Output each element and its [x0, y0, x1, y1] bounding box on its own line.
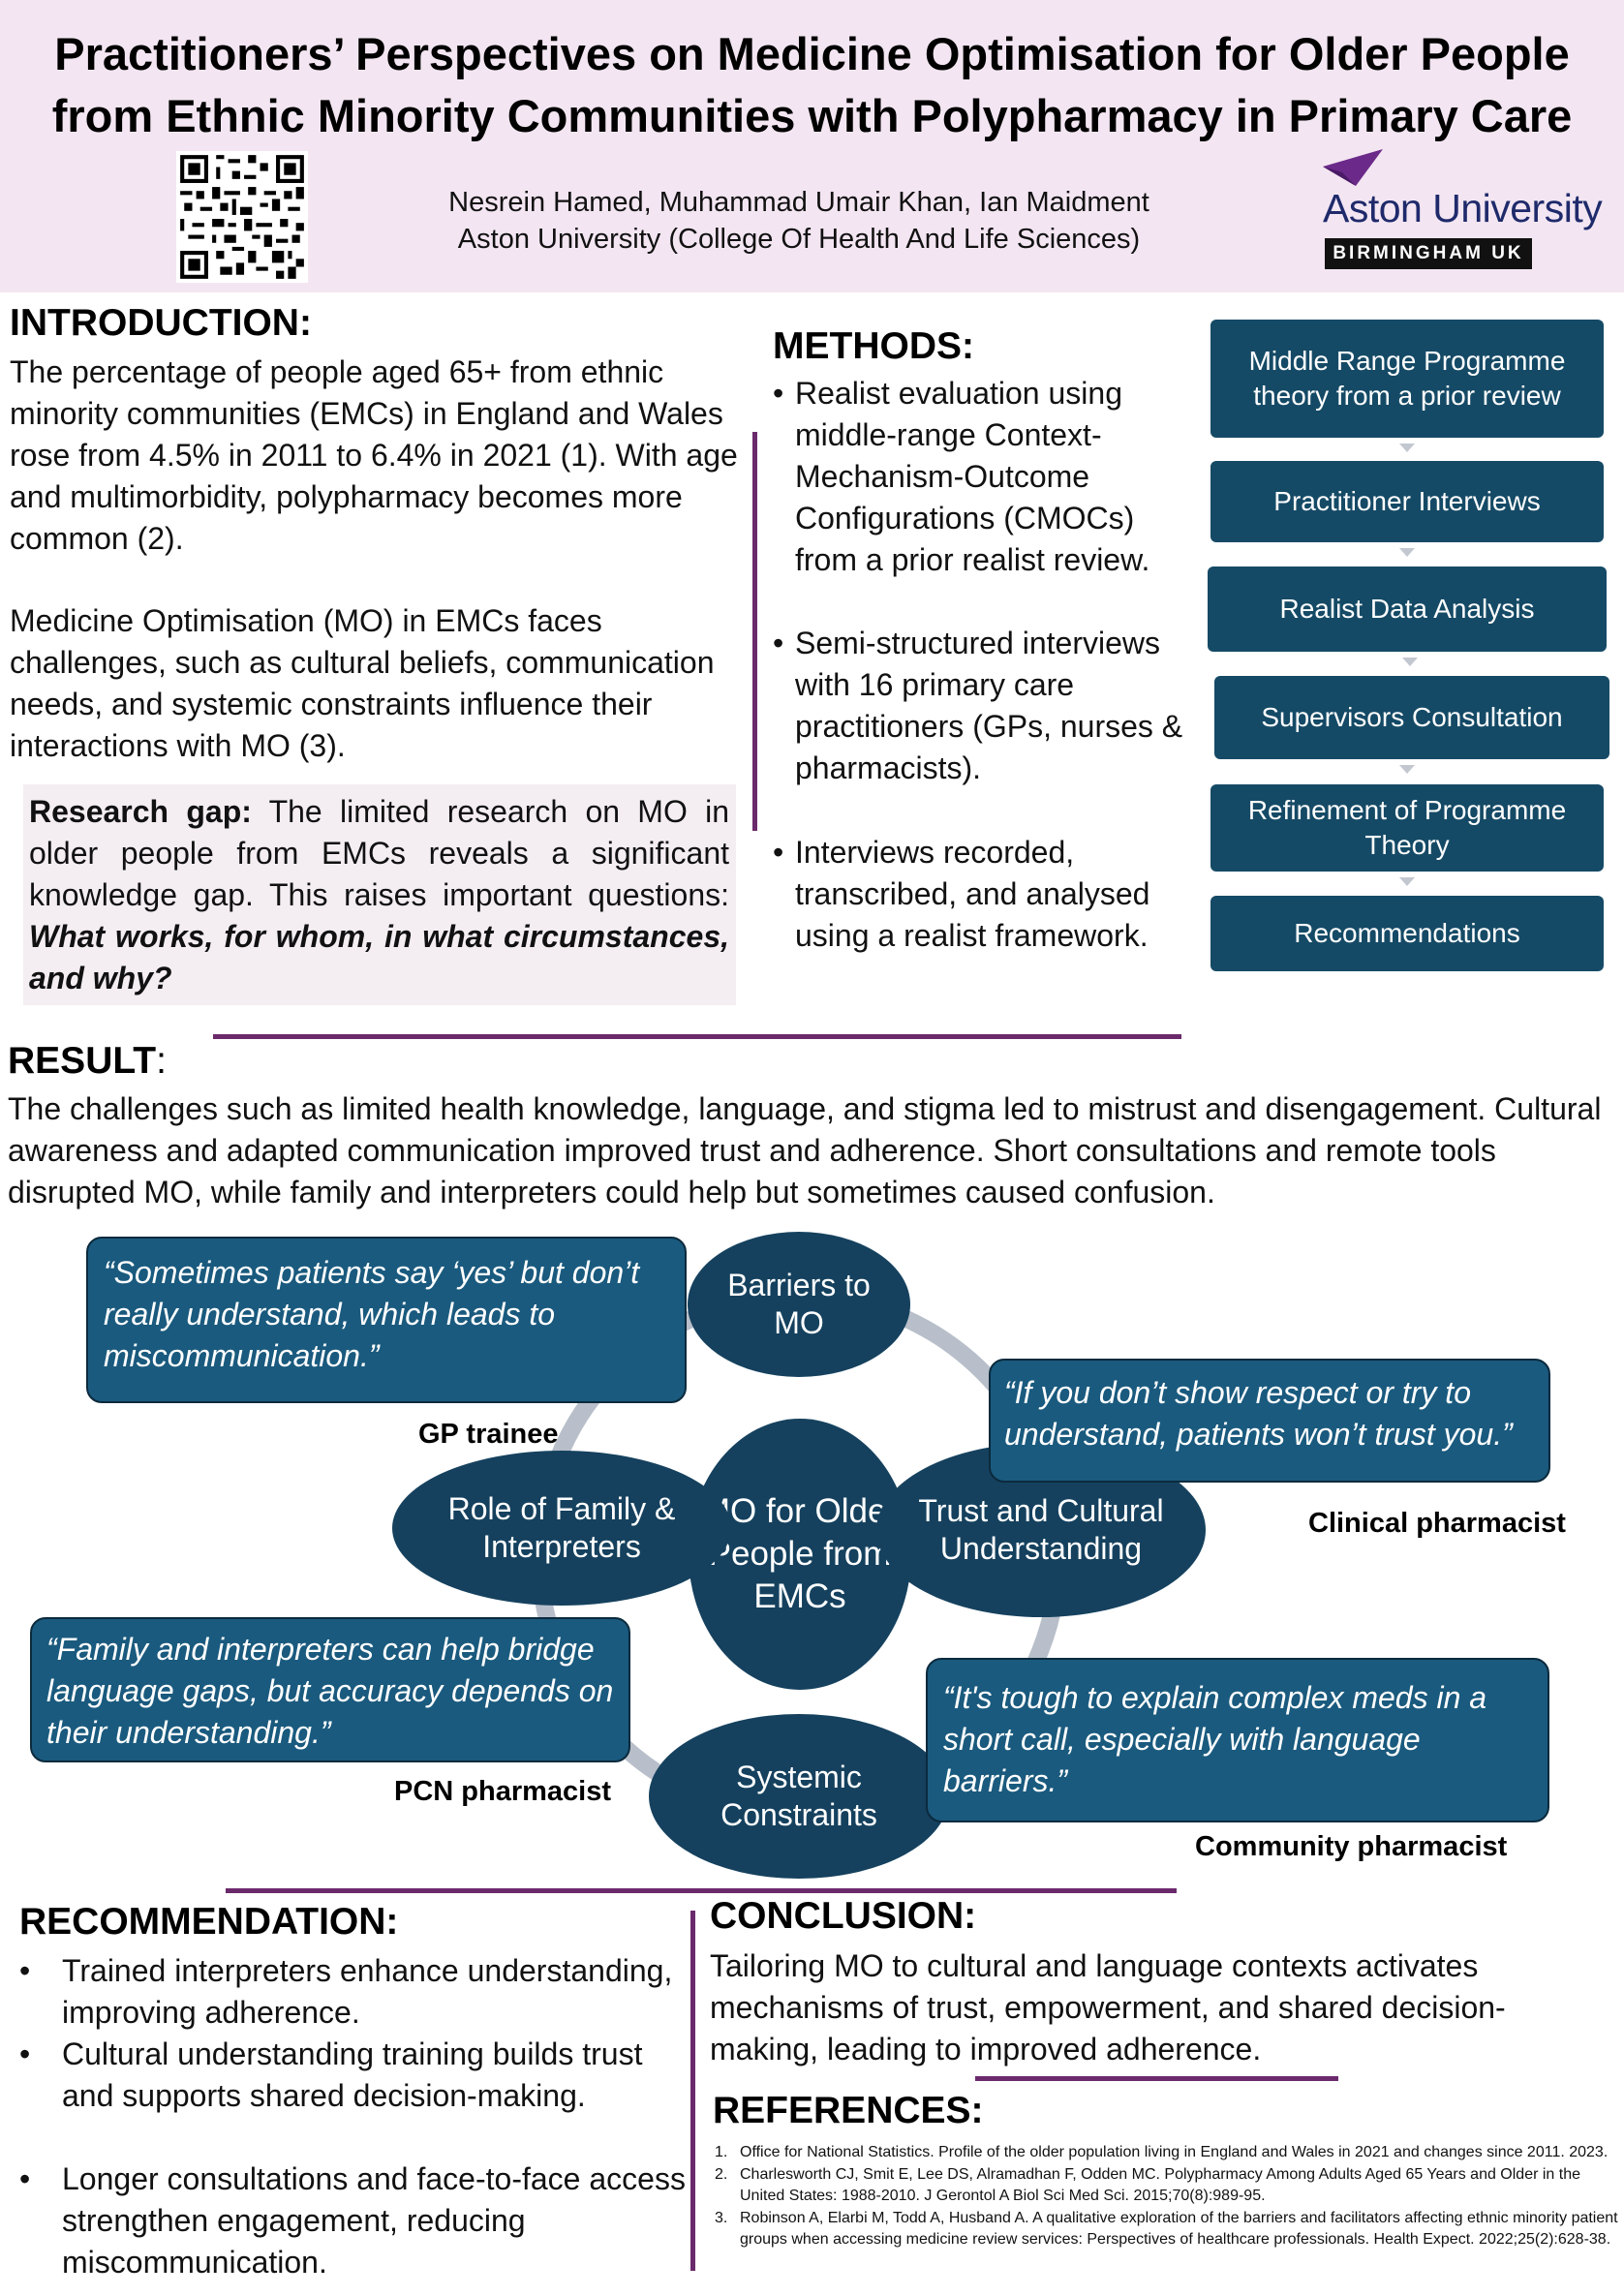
- bullet: •: [19, 2161, 31, 2196]
- result-heading-colon: :: [156, 1040, 167, 1082]
- recommendation-item-3: • Longer consultations and face-to-face …: [19, 2158, 688, 2283]
- flow-arrow-icon: [1399, 548, 1415, 557]
- research-gap-body: The limited research on MO in older peop…: [29, 794, 730, 912]
- research-gap-question: What works, for whom, in what circumstan…: [29, 919, 729, 995]
- methods-item-text: Semi-structured interviews with 16 prima…: [795, 626, 1183, 785]
- flow-step-data-analysis: Realist Data Analysis: [1208, 566, 1607, 652]
- introduction-paragraph-1: The percentage of people aged 65+ from e…: [10, 354, 738, 556]
- title-line-2: from Ethnic Minority Communities with Po…: [51, 90, 1573, 141]
- bullet: •: [773, 835, 784, 870]
- flow-arrow-icon: [1402, 658, 1418, 666]
- recommendation-item-2: • Cultural understanding training builds…: [19, 2034, 688, 2117]
- author-block: Nesrein Hamed, Muhammad Umair Khan, Ian …: [387, 184, 1210, 258]
- recommendation-item-text: Longer consultations and face-to-face ac…: [62, 2161, 686, 2280]
- references-list: 1. Office for National Statistics. Profil…: [715, 2142, 1620, 2251]
- poster-title: Practitioners’ Perspectives on Medicine …: [19, 23, 1605, 147]
- recommendation-heading: RECOMMENDATION:: [19, 1901, 399, 1943]
- quote-gp-trainee: “Sometimes patients say ‘yes’ but don’t …: [86, 1237, 687, 1403]
- methods-item-text: Realist evaluation using middle-range Co…: [795, 376, 1150, 577]
- recommendation-item-1: • Trained interpreters enhance understan…: [19, 1950, 688, 2034]
- flow-step-programme-theory: Middle Range Programme theory from a pri…: [1210, 320, 1604, 438]
- node-systemic: Systemic Constraints: [649, 1714, 949, 1879]
- role-gp-trainee: GP trainee: [418, 1419, 559, 1450]
- node-family: Role of Family & Interpreters: [392, 1451, 731, 1606]
- methods-item-text: Interviews recorded, transcribed, and an…: [795, 835, 1150, 953]
- reference-item: 1. Office for National Statistics. Profil…: [715, 2142, 1620, 2163]
- diagram-center: MO for Older People from EMCs: [689, 1419, 911, 1690]
- conclusion-heading: CONCLUSION:: [710, 1895, 977, 1937]
- bullet: •: [773, 626, 784, 660]
- quote-community-pharmacist: “It's tough to explain complex meds in a…: [926, 1658, 1549, 1822]
- result-heading: RESULT:: [8, 1040, 167, 1083]
- quote-pcn-pharmacist: “Family and interpreters can help bridge…: [30, 1617, 630, 1762]
- reference-text: Office for National Statistics. Profile …: [740, 2144, 1609, 2160]
- bullet: •: [19, 2036, 31, 2071]
- title-line-1: Practitioners’ Perspectives on Medicine …: [54, 28, 1570, 79]
- introduction-heading: INTRODUCTION:: [10, 302, 312, 344]
- reference-text: Charlesworth CJ, Smit E, Lee DS, Alramad…: [740, 2166, 1581, 2204]
- methods-item-3: • Interviews recorded, transcribed, and …: [773, 832, 1199, 957]
- recommendation-divider: [226, 1888, 1177, 1893]
- flow-step-recommendations: Recommendations: [1210, 896, 1604, 971]
- logo-location-bar: BIRMINGHAM UK: [1325, 238, 1532, 269]
- reference-number: 1.: [715, 2144, 728, 2160]
- role-pcn-pharmacist: PCN pharmacist: [394, 1776, 612, 1807]
- role-clinical-pharmacist: Clinical pharmacist: [1308, 1508, 1566, 1539]
- reference-number: 2.: [715, 2166, 728, 2183]
- bullet: •: [19, 1953, 31, 1988]
- quote-clinical-pharmacist: “If you don’t show respect or try to und…: [989, 1359, 1550, 1483]
- conclusion-divider: [690, 1911, 695, 2271]
- recommendation-item-text: Trained interpreters enhance understandi…: [62, 1953, 673, 2030]
- role-community-pharmacist: Community pharmacist: [1195, 1831, 1508, 1862]
- methods-item-2: • Semi-structured interviews with 16 pri…: [773, 623, 1199, 789]
- reference-number: 3.: [715, 2210, 728, 2226]
- university-logo: Aston University BIRMINGHAM UK: [1317, 145, 1608, 271]
- recommendation-item-text: Cultural understanding training builds t…: [62, 2036, 643, 2113]
- logo-triangle-icon: [1323, 149, 1383, 186]
- research-gap-label: Research gap:: [29, 794, 252, 829]
- research-gap-text: Research gap: The limited research on MO…: [29, 791, 729, 999]
- flow-step-refinement: Refinement of Programme Theory: [1210, 784, 1604, 872]
- references-divider: [975, 2076, 1338, 2081]
- methods-heading: METHODS:: [773, 325, 974, 367]
- qr-code-icon[interactable]: [176, 151, 308, 283]
- introduction-paragraph-2: Medicine Optimisation (MO) in EMCs faces…: [10, 603, 715, 763]
- methods-item-1: • Realist evaluation using middle-range …: [773, 373, 1199, 581]
- flow-step-supervisors: Supervisors Consultation: [1214, 676, 1609, 759]
- conclusion-text: Tailoring MO to cultural and language co…: [710, 1948, 1506, 2066]
- flow-arrow-icon: [1399, 444, 1415, 452]
- node-barriers: Barriers to MO: [688, 1232, 910, 1377]
- reference-text: Robinson A, Elarbi M, Todd A, Husband A.…: [740, 2210, 1618, 2248]
- flow-step-interviews: Practitioner Interviews: [1210, 461, 1604, 542]
- result-divider: [213, 1034, 1181, 1039]
- logo-wordmark: Aston University: [1323, 186, 1603, 230]
- references-heading: REFERENCES:: [713, 2090, 984, 2131]
- methods-divider: [752, 432, 757, 831]
- result-heading-text: RESULT: [8, 1040, 157, 1082]
- flow-arrow-icon: [1399, 877, 1415, 886]
- reference-item: 3. Robinson A, Elarbi M, Todd A, Husband …: [715, 2208, 1620, 2250]
- result-text: The challenges such as limited health kn…: [8, 1091, 1602, 1209]
- affiliation: Aston University (College Of Health And …: [457, 224, 1141, 255]
- flow-arrow-icon: [1399, 765, 1415, 774]
- research-gap-box: [23, 784, 736, 1005]
- authors: Nesrein Hamed, Muhammad Umair Khan, Ian …: [448, 187, 1149, 218]
- results-diagram: MO for Older People from EMCs Barriers t…: [0, 1220, 1624, 1898]
- reference-item: 2. Charlesworth CJ, Smit E, Lee DS, Alram…: [715, 2164, 1620, 2207]
- bullet: •: [773, 376, 784, 411]
